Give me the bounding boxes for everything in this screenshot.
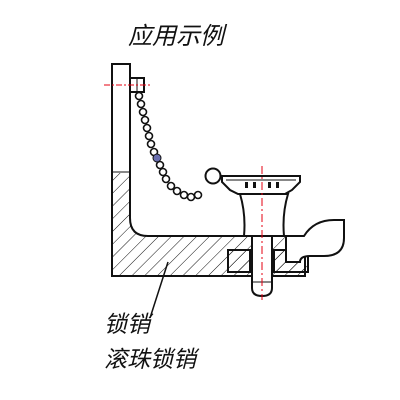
bracket-upper-face: [113, 65, 129, 173]
leader-line: [149, 261, 169, 319]
ball-chain: [134, 91, 203, 202]
chain-ring: [204, 167, 222, 185]
pin-knob: [221, 175, 301, 195]
label-ball-lock-pin: 滚珠锁销: [104, 347, 196, 373]
diagram-title: 应用示例: [128, 22, 224, 50]
highlighted-chain-ball: [152, 153, 162, 163]
hook-clamp: [285, 219, 345, 263]
label-lock-pin: 锁销: [104, 312, 150, 338]
knob-grip-slots: [245, 182, 279, 188]
pin-neck: [238, 193, 290, 237]
